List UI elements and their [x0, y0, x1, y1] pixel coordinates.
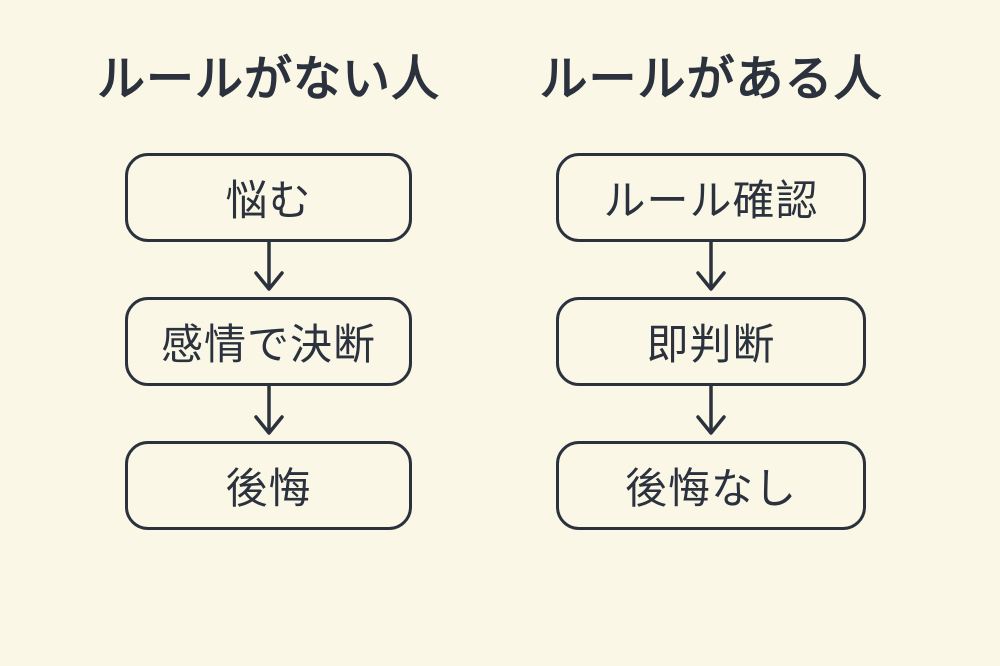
flow-node-emotion-decision: 感情で決断 [125, 297, 412, 387]
arrow-down-icon [691, 242, 731, 297]
flow-node-label: 即判断 [646, 320, 776, 370]
flow-node-label: 後悔 [225, 464, 312, 514]
flow-column-no-rules: ルールがない人 悩む 感情で決断 後悔 [97, 51, 439, 531]
flow-node-label: 感情で決断 [160, 320, 376, 370]
flow-node-worry: 悩む [125, 153, 412, 243]
flow-node-regret: 後悔 [125, 441, 412, 531]
arrow-down-icon [249, 386, 289, 441]
flow-node-label: ルール確認 [603, 176, 819, 226]
flow-node-label: 後悔なし [624, 464, 797, 514]
flow-node-instant-judgment: 即判断 [556, 297, 866, 387]
flow-node-no-regret: 後悔なし [556, 441, 866, 531]
flow-node-label: 悩む [225, 176, 312, 226]
column-title-no-rules: ルールがない人 [97, 51, 441, 107]
column-title-has-rules: ルールがある人 [539, 51, 883, 107]
flow-node-check-rules: ルール確認 [556, 153, 866, 243]
flow-column-has-rules: ルールがある人 ルール確認 即判断 後悔なし [540, 51, 882, 531]
arrow-down-icon [691, 386, 731, 441]
arrow-down-icon [249, 242, 289, 297]
